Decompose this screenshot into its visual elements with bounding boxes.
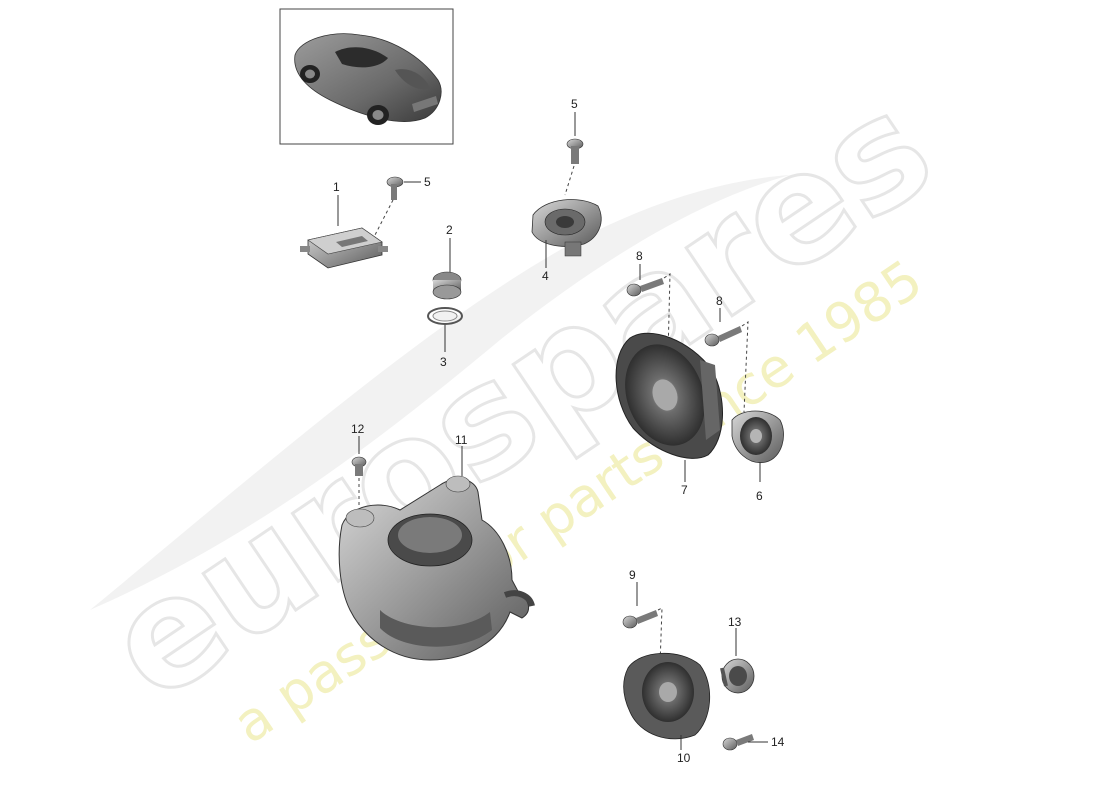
part-2[interactable]: 2 <box>432 223 462 300</box>
control-module-icon <box>300 227 388 269</box>
screw-icon <box>722 734 754 751</box>
screw-icon <box>566 138 584 164</box>
part-5b[interactable]: 5 <box>564 97 584 196</box>
part-3[interactable]: 3 <box>427 307 463 369</box>
tweeter-icon <box>731 410 784 464</box>
watermark: eurospares a passion for parts since 198… <box>76 59 963 756</box>
part-5a[interactable]: 5 <box>374 175 431 236</box>
part-11[interactable]: 11 <box>338 433 535 661</box>
callout-label: 13 <box>728 615 742 629</box>
callout-label: 1 <box>333 180 340 194</box>
door-speaker-icon <box>615 332 723 459</box>
watermark-swoosh <box>90 175 790 610</box>
part-14[interactable]: 14 <box>722 734 785 751</box>
speaker-grille-cap-icon <box>432 271 462 300</box>
subwoofer-enclosure-icon <box>338 475 535 661</box>
callout-label: 12 <box>351 422 365 436</box>
part-13[interactable]: 13 <box>720 615 755 694</box>
screw-icon <box>626 278 664 297</box>
callout-label: 8 <box>636 249 643 263</box>
callout-label: 2 <box>446 223 453 237</box>
bolt-icon <box>351 456 367 476</box>
callout-label: 14 <box>771 735 785 749</box>
mounting-ring-icon <box>427 307 463 325</box>
part-8b[interactable]: 8 <box>704 294 749 413</box>
part-6[interactable]: 6 <box>731 410 784 503</box>
callout-label: 4 <box>542 269 549 283</box>
part-10[interactable]: 9 <box>622 568 663 666</box>
car-thumbnail-icon <box>294 33 442 125</box>
callout-label: 6 <box>756 489 763 503</box>
part-1[interactable]: 1 <box>300 180 388 269</box>
callout-label: 8 <box>716 294 723 308</box>
watermark-brand: eurospares <box>78 60 962 735</box>
midrange-speaker-icon <box>623 652 711 740</box>
screw-icon <box>386 176 404 200</box>
callout-label: 3 <box>440 355 447 369</box>
callout-label: 5 <box>424 175 431 189</box>
part-7[interactable]: 7 <box>612 332 723 497</box>
part-12[interactable]: 12 <box>351 422 367 508</box>
screw-icon <box>704 326 742 347</box>
part-8a[interactable]: 8 <box>626 249 671 356</box>
small-tweeter-icon <box>720 658 755 694</box>
screw-icon <box>622 610 658 629</box>
callout-label: 7 <box>681 483 688 497</box>
callout-label: 11 <box>455 433 468 447</box>
callout-label: 10 <box>677 751 691 765</box>
tweeter-bracket-icon <box>531 199 602 257</box>
callout-label: 5 <box>571 97 578 111</box>
callout-label: 9 <box>629 568 636 582</box>
part-9[interactable]: 10 <box>623 652 711 765</box>
car-thumbnail[interactable] <box>279 8 454 145</box>
part-4[interactable]: 4 <box>531 199 602 283</box>
